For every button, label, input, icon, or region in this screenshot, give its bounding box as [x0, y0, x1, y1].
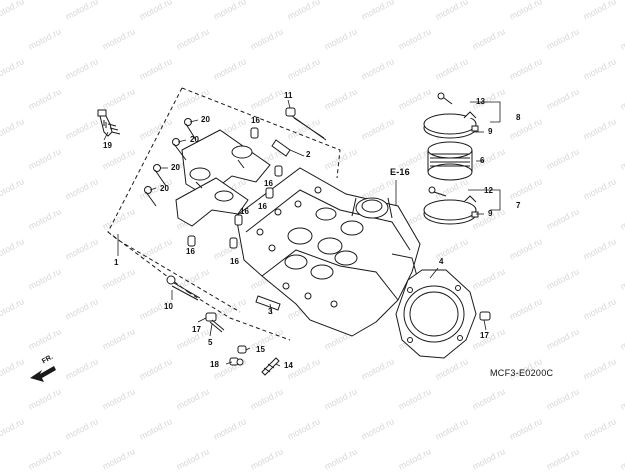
bolt-11	[285, 107, 327, 141]
callout-14: 14	[284, 361, 293, 370]
bolt-18	[229, 357, 244, 366]
callout-19: 19	[103, 141, 112, 150]
callout-20-c: 20	[171, 163, 180, 172]
head-gasket-4	[395, 269, 477, 359]
cylinder-head	[235, 167, 421, 337]
spark-plug-19	[97, 109, 121, 137]
callout-18: 18	[210, 360, 219, 369]
callout-17-b: 17	[480, 331, 489, 340]
callout-16-d: 16	[240, 207, 249, 216]
callout-7: 7	[516, 201, 521, 210]
callout-1: 1	[114, 258, 119, 267]
fr-arrow-icon	[30, 366, 56, 382]
callout-6: 6	[480, 156, 485, 165]
sleeve-3	[255, 295, 281, 311]
callout-16-e: 16	[230, 257, 239, 266]
dowel-pins-16	[187, 127, 283, 249]
callout-4: 4	[439, 257, 444, 266]
callout-13: 13	[476, 97, 485, 106]
sealing-plugs-17	[205, 311, 491, 322]
callout-3: 3	[268, 307, 273, 316]
insulator-6	[427, 141, 473, 181]
callout-17-a: 17	[192, 325, 201, 334]
bolt-15	[237, 345, 247, 354]
sleeve-2	[271, 139, 291, 157]
callout-15: 15	[256, 345, 265, 354]
callout-9-b: 9	[488, 209, 493, 218]
callout-8: 8	[516, 113, 521, 122]
camshaft-holder	[175, 129, 271, 227]
callout-20-d: 20	[160, 184, 169, 193]
leader-lines	[103, 99, 501, 367]
callout-20-b: 20	[190, 135, 199, 144]
callout-11: 11	[284, 91, 293, 100]
assembly-outline	[107, 87, 341, 341]
callout-16-a: 16	[251, 116, 260, 125]
callout-20-a: 20	[201, 115, 210, 124]
reference-label: E-16	[390, 167, 410, 177]
callout-9-a: 9	[488, 127, 493, 136]
callout-12: 12	[484, 186, 493, 195]
callout-16-f: 16	[186, 247, 195, 256]
bolt-10	[166, 275, 201, 301]
callout-5: 5	[208, 338, 213, 347]
diagram-code: MCF3-E0200C	[490, 368, 554, 378]
callout-2: 2	[306, 150, 311, 159]
callout-10: 10	[164, 302, 173, 311]
callout-16-c: 16	[258, 202, 267, 211]
band-clamp-8	[423, 92, 479, 139]
stud-14	[261, 357, 280, 376]
callout-16-b: 16	[264, 179, 273, 188]
band-clamp-7	[423, 186, 479, 225]
stud-5	[209, 319, 225, 333]
